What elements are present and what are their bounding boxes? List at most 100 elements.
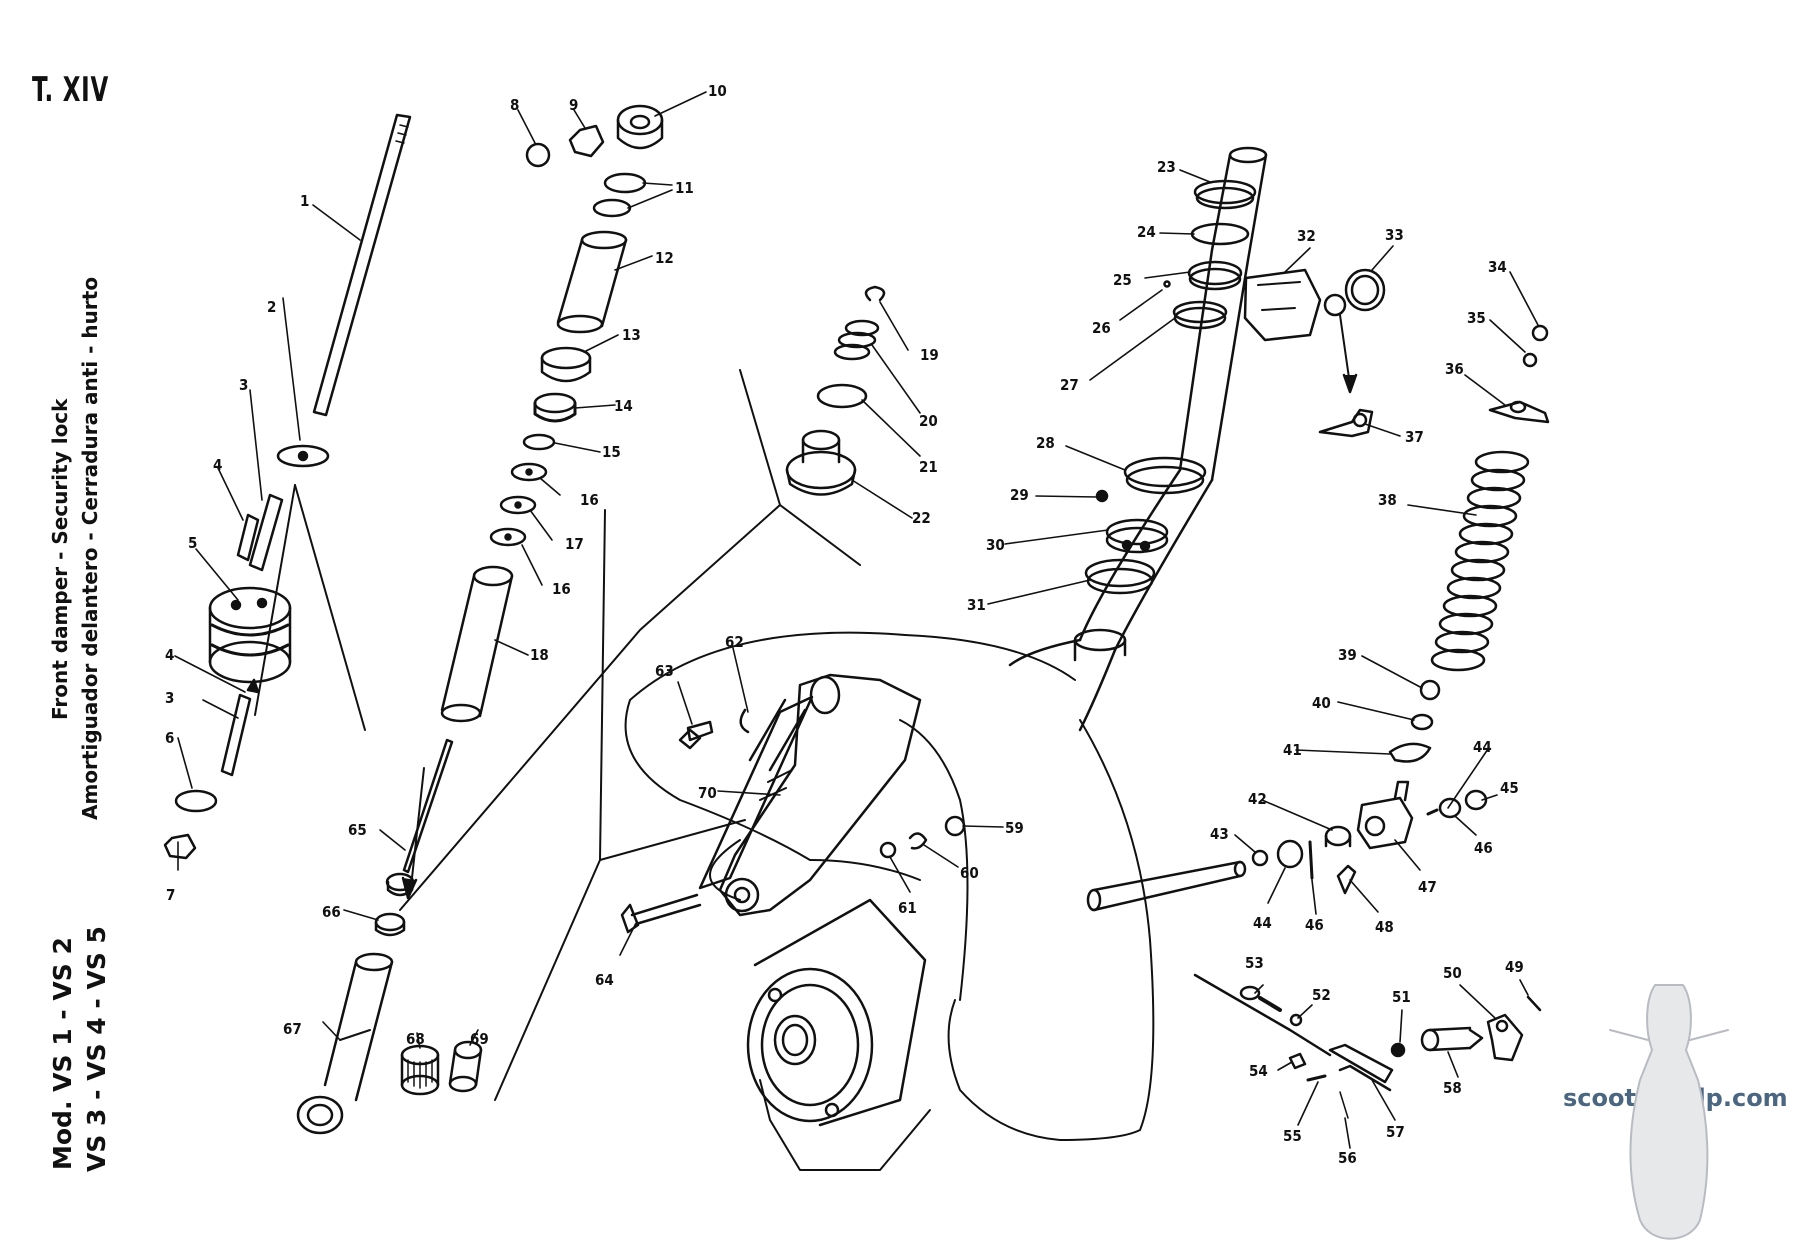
part-o-ring	[1276, 839, 1304, 869]
leader-lines	[174, 91, 1539, 1149]
part-o-ring	[1344, 268, 1386, 312]
part-swing-arm	[718, 673, 922, 917]
part-clip	[1388, 742, 1432, 763]
part-number-label: 18	[530, 646, 549, 664]
part-number-label: 4	[165, 646, 174, 664]
plate-number: T. XIV	[32, 70, 109, 110]
part-axle	[1086, 860, 1247, 912]
part-number-label: 29	[1010, 486, 1029, 504]
part-number-label: 19	[920, 346, 939, 364]
part-number-label: 11	[675, 179, 694, 197]
part-number-label: 43	[1210, 825, 1229, 843]
part-number-label: 48	[1375, 918, 1394, 936]
part-number-label: 3	[165, 689, 174, 707]
part-shaft-short	[1420, 1026, 1484, 1052]
part-nut	[163, 833, 197, 860]
part-number-label: 67	[283, 1020, 302, 1038]
part-number-label: 9	[569, 96, 578, 114]
part-nut-small	[944, 815, 966, 837]
part-number-label: 32	[1297, 227, 1316, 245]
part-number-label: 51	[1392, 988, 1411, 1006]
part-bush	[448, 1040, 483, 1093]
part-ball	[1095, 489, 1109, 503]
part-nut-small	[1419, 679, 1441, 701]
part-fork-leg	[624, 631, 1155, 1171]
part-cap	[616, 104, 664, 150]
part-collar	[540, 346, 592, 383]
part-screw-small	[1531, 324, 1549, 342]
part-washer	[276, 444, 330, 468]
part-number-label: 59	[1005, 819, 1024, 837]
part-washer	[1464, 789, 1488, 811]
part-number-label: 40	[1312, 694, 1331, 712]
part-rings-stack	[833, 319, 880, 361]
part-number-label: 33	[1385, 226, 1404, 244]
part-circlip	[864, 285, 886, 302]
part-bushing	[525, 142, 551, 168]
part-bearing-cup	[1187, 260, 1243, 286]
part-number-label: 41	[1283, 741, 1302, 759]
part-brake-lever	[1486, 1013, 1524, 1062]
part-valve-disc	[533, 392, 577, 423]
part-number-label: 45	[1500, 779, 1519, 797]
part-bearing-race	[1193, 179, 1257, 205]
part-pin	[1336, 864, 1357, 895]
part-number-label: 69	[470, 1030, 489, 1048]
part-number-label: 57	[1386, 1123, 1405, 1141]
part-long-bolt	[620, 893, 702, 934]
part-number-label: 4	[213, 456, 222, 474]
part-number-label: 35	[1467, 309, 1486, 327]
part-number-label: 1	[300, 192, 309, 210]
part-number-label: 23	[1157, 158, 1176, 176]
part-number-label: 30	[986, 536, 1005, 554]
part-number-label: 52	[1312, 986, 1331, 1004]
part-race-ring	[1190, 222, 1250, 246]
part-number-label: 27	[1060, 376, 1079, 394]
part-washer-small	[174, 789, 218, 813]
part-sleeve	[556, 230, 628, 334]
part-number-label: 46	[1305, 916, 1324, 934]
part-ring	[603, 172, 647, 194]
part-nut-small	[1289, 1013, 1303, 1027]
part-number-label: 68	[406, 1030, 425, 1048]
part-spring-pin	[1339, 1091, 1349, 1119]
part-number-label: 49	[1505, 958, 1524, 976]
part-bearing-race	[1123, 456, 1207, 488]
part-lower-leg	[296, 952, 394, 1135]
part-number-label: 63	[655, 662, 674, 680]
part-number-label: 62	[725, 633, 744, 651]
part-number-label: 6	[165, 729, 174, 747]
part-number-label: 24	[1137, 223, 1156, 241]
group-separator-lines	[254, 369, 861, 1101]
part-pin-small	[1306, 1074, 1327, 1082]
part-shaft	[312, 113, 412, 417]
part-nut-small	[1522, 352, 1538, 368]
part-wing-nut	[1488, 400, 1550, 424]
part-number-label: 64	[595, 971, 614, 989]
part-number-label: 2	[267, 298, 276, 316]
part-washer-small	[879, 841, 897, 859]
part-lock-bracket	[1243, 268, 1347, 342]
part-number-label: 3	[239, 376, 248, 394]
part-number-label: 61	[898, 899, 917, 917]
part-number-label: 53	[1245, 954, 1264, 972]
part-number-label: 34	[1488, 258, 1507, 276]
scooter-watermark-icon	[1609, 984, 1729, 1240]
part-lock-ring	[1172, 300, 1228, 324]
part-number-label: 38	[1378, 491, 1397, 509]
part-number-label: 17	[565, 535, 584, 553]
part-number-label: 70	[698, 784, 717, 802]
part-ring	[1438, 797, 1462, 819]
part-ring	[592, 198, 632, 218]
part-number-label: 39	[1338, 646, 1357, 664]
part-circlip	[908, 832, 928, 850]
part-pin-small	[1526, 995, 1542, 1012]
part-number-label: 16	[552, 580, 571, 598]
part-number-label: 42	[1248, 790, 1267, 808]
part-number-label: 12	[655, 249, 674, 267]
part-number-label: 37	[1405, 428, 1424, 446]
part-number-label: 28	[1036, 434, 1055, 452]
part-washer	[499, 495, 537, 515]
